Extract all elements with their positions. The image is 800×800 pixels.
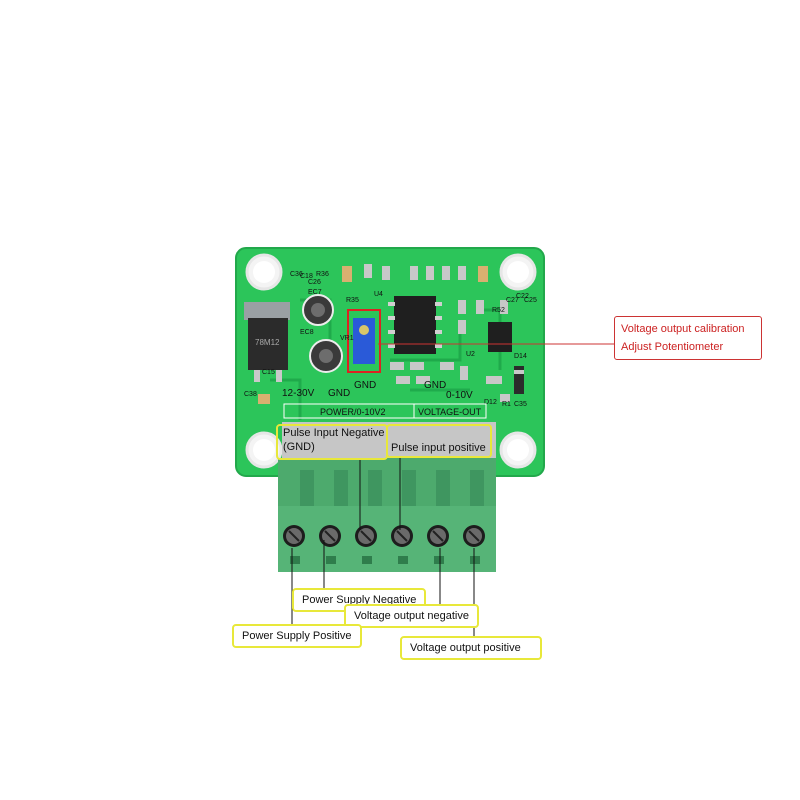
calibration-callout: Voltage output calibration Adjust Potent… [614,316,762,360]
regulator-marking: 78M12 [255,338,280,347]
label-voltage-out-block: VOLTAGE-OUT [418,407,482,417]
svg-text:R36: R36 [316,271,329,278]
terminal-block [278,422,496,572]
svg-text:EC7: EC7 [308,289,322,296]
label-gnd-left: GND [328,388,350,399]
pulse-input-positive-label: Pulse input positive [391,442,486,454]
silkscreen-refs: R36 C26 C18 C36 EC7 C15 C38 EC8 R35 VR1 … [244,271,537,408]
pulse-input-negative-line1: Pulse Input Negative [283,427,385,439]
pulse-input-negative-label: Pulse Input Negative (GND) [280,426,388,454]
voltage-regulator: 78M12 [244,302,290,382]
mounting-hole-top-left [245,253,283,291]
calibration-potentiometer [347,309,381,373]
ic-u4 [388,296,442,354]
svg-text:R1: R1 [502,401,511,408]
svg-text:C26: C26 [308,279,321,286]
svg-text:C35: C35 [514,401,527,408]
pcb-board: 78M12 [235,247,545,477]
pulse-input-negative-line2: (GND) [283,441,315,453]
terminal-screws [283,525,485,547]
mounting-hole-bottom-right [499,431,537,469]
mounting-hole-top-right [499,253,537,291]
svg-text:EC8: EC8 [300,329,314,336]
svg-text:C25: C25 [524,297,537,304]
svg-text:R35: R35 [346,297,359,304]
calibration-line1: Voltage output calibration [621,323,745,335]
capacitor-ec7 [302,294,334,326]
power-supply-positive-callout: Power Supply Positive [232,624,362,648]
leader-lines [291,343,616,636]
label-input-voltage: 12-30V [282,388,315,399]
calibration-line2: Adjust Potentiometer [621,341,724,353]
svg-text:D14: D14 [514,353,527,360]
svg-text:VR1: VR1 [340,335,354,342]
smd-components [258,264,510,404]
mounting-hole-bottom-left [245,431,283,469]
svg-text:C38: C38 [244,391,257,398]
voltage-output-positive-callout: Voltage output positive [400,636,542,660]
label-gnd-right: GND [424,380,446,391]
label-gnd-mid: GND [354,380,376,391]
svg-text:C36: C36 [290,271,303,278]
svg-text:R52: R52 [492,307,505,314]
svg-text:C22: C22 [516,293,529,300]
diode-d14 [514,366,524,394]
svg-text:C15: C15 [262,369,275,376]
svg-text:C18: C18 [300,273,313,280]
svg-text:U4: U4 [374,291,383,298]
voltage-output-negative-callout: Voltage output negative [344,604,479,628]
label-power-block: POWER/0-10V2 [320,407,386,417]
svg-text:D12: D12 [484,399,497,406]
svg-text:C27: C27 [506,297,519,304]
svg-text:U2: U2 [466,351,475,358]
label-output-range: 0-10V [446,390,473,401]
ic-u2 [488,322,512,352]
pulse-input-positive-box [386,424,492,458]
capacitor-ec8 [309,339,343,373]
